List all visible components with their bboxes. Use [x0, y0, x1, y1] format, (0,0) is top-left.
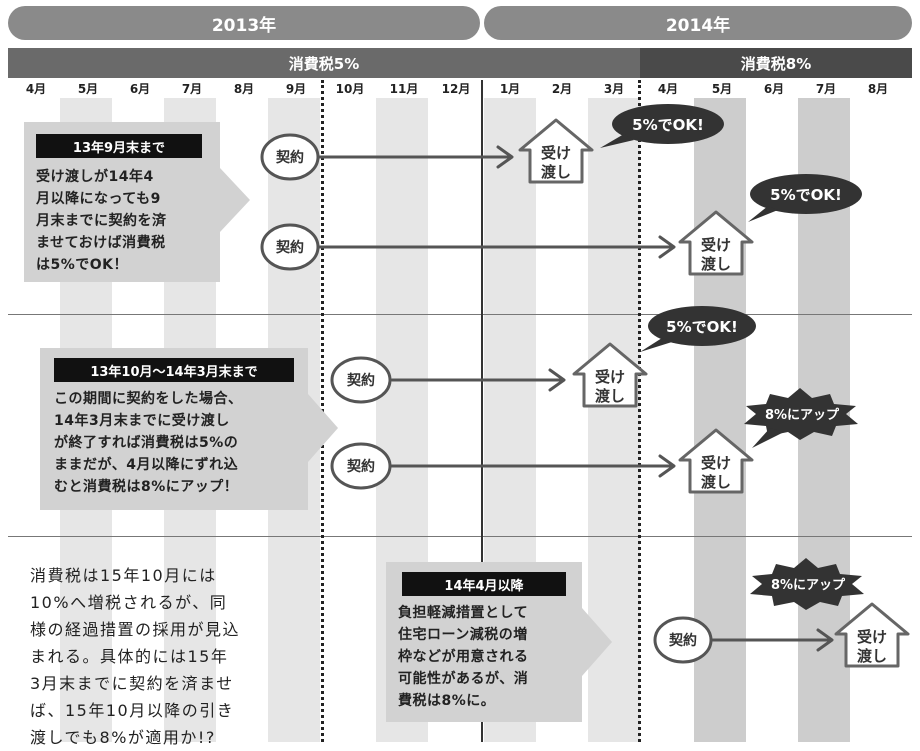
- contract-oval: 契約: [330, 356, 392, 404]
- house-icon: 受け 渡し: [518, 118, 594, 184]
- month-label: 8月: [233, 82, 255, 96]
- svg-text:渡し: 渡し: [701, 473, 731, 491]
- tax-5-label: 消費税5%: [288, 54, 360, 73]
- tax-8-label: 消費税8%: [740, 54, 812, 73]
- contract-oval: 契約: [653, 616, 713, 664]
- month-label: 9月: [285, 82, 307, 96]
- month-label: 4月: [25, 82, 47, 96]
- month-label: 5月: [711, 82, 733, 96]
- chevron-right-icon: [582, 608, 612, 676]
- arrow-line: [316, 235, 676, 259]
- month-label: 3月: [603, 82, 625, 96]
- speech-bubble: 5%でOK!: [748, 174, 862, 222]
- house-icon: 受け 渡し: [678, 428, 754, 494]
- month-label: 7月: [815, 82, 837, 96]
- contract-oval: 契約: [260, 223, 320, 271]
- arrow-line: [316, 145, 514, 169]
- info-tag: 14年4月以降: [402, 572, 566, 596]
- section-divider: [8, 314, 912, 315]
- month-label: 12月: [441, 82, 471, 96]
- house-icon: 受け 渡し: [834, 602, 910, 668]
- month-label: 6月: [763, 82, 785, 96]
- month-label: 5月: [77, 82, 99, 96]
- month-label: 8月: [867, 82, 889, 96]
- future-tax-note: 消費税は15年10月には 10%へ増税されるが、同 様の経過措置の採用が見込 ま…: [30, 566, 241, 747]
- svg-text:受け: 受け: [541, 144, 571, 162]
- month-label: 1月: [499, 82, 521, 96]
- ok5-label: 5%でOK!: [770, 186, 842, 204]
- ok5-label: 5%でOK!: [666, 318, 738, 336]
- month-label: 4月: [657, 82, 679, 96]
- svg-text:受け: 受け: [701, 236, 731, 254]
- contract-label: 契約: [346, 372, 375, 389]
- year-2013-label: 2013年: [211, 15, 277, 36]
- ok5-label: 5%でOK!: [632, 116, 704, 134]
- svg-text:渡し: 渡し: [857, 647, 887, 665]
- year-2014-label: 2014年: [665, 15, 731, 36]
- house-icon: 受け 渡し: [678, 210, 754, 276]
- info-tag: 13年9月末まで: [36, 134, 202, 158]
- tax-change-line: [638, 80, 641, 742]
- arrow-line: [388, 454, 676, 478]
- month-label: 2月: [551, 82, 573, 96]
- year-boundary-line: [481, 80, 483, 742]
- info-text: 受け渡しが14年4 月以降になっても9 月末までに契約を済 ませておけば消費税 …: [36, 169, 167, 273]
- section-divider: [8, 536, 912, 537]
- info-box-oct2013-mar2014: 13年10月～14年3月末まで この期間に契約をした場合、 14年3月末までに受…: [40, 348, 308, 510]
- contract-oval: 契約: [260, 133, 320, 181]
- month-label: 6月: [129, 82, 151, 96]
- month-label: 10月: [335, 82, 365, 96]
- month-label: 11月: [389, 82, 419, 96]
- tax-8-band: 消費税8%: [640, 48, 912, 78]
- svg-text:渡し: 渡し: [595, 387, 625, 405]
- month-label: 7月: [181, 82, 203, 96]
- starburst-badge: 8%にアップ: [750, 558, 864, 610]
- info-text: この期間に契約をした場合、 14年3月末までに受け渡し が終了すれば消費税は5%…: [54, 391, 243, 495]
- contract-label: 契約: [275, 149, 304, 166]
- up8-label: 8%にアップ: [771, 578, 846, 593]
- info-text: 負担軽減措置として 住宅ローン減税の増 枠などが用意される 可能性があるが、消 …: [398, 605, 529, 709]
- arrow-line: [390, 368, 566, 392]
- year-2013-bar: 2013年: [8, 6, 480, 40]
- contract-label: 契約: [275, 239, 304, 256]
- chevron-right-icon: [308, 394, 338, 462]
- tax-5-band: 消費税5%: [8, 48, 640, 78]
- info-box-apr2014: 14年4月以降 負担軽減措置として 住宅ローン減税の増 枠などが用意される 可能…: [386, 562, 582, 722]
- info-tag: 13年10月～14年3月末まで: [54, 358, 294, 382]
- speech-bubble: 5%でOK!: [600, 104, 724, 148]
- chevron-right-icon: [220, 168, 250, 232]
- speech-bubble: 5%でOK!: [640, 306, 756, 352]
- svg-text:渡し: 渡し: [701, 255, 731, 273]
- contract-label: 契約: [668, 632, 697, 649]
- year-2014-bar: 2014年: [484, 6, 912, 40]
- house-icon: 受け 渡し: [572, 342, 648, 408]
- svg-text:渡し: 渡し: [541, 163, 571, 181]
- svg-text:受け: 受け: [701, 454, 731, 472]
- svg-text:受け: 受け: [595, 368, 625, 386]
- contract-label: 契約: [346, 458, 375, 475]
- info-box-sep-2013: 13年9月末まで 受け渡しが14年4 月以降になっても9 月末までに契約を済 ま…: [24, 122, 220, 282]
- up8-label: 8%にアップ: [765, 408, 840, 423]
- svg-text:受け: 受け: [857, 628, 887, 646]
- arrow-line: [710, 628, 834, 652]
- starburst-badge: 8%にアップ: [744, 388, 858, 448]
- contract-oval: 契約: [330, 442, 392, 490]
